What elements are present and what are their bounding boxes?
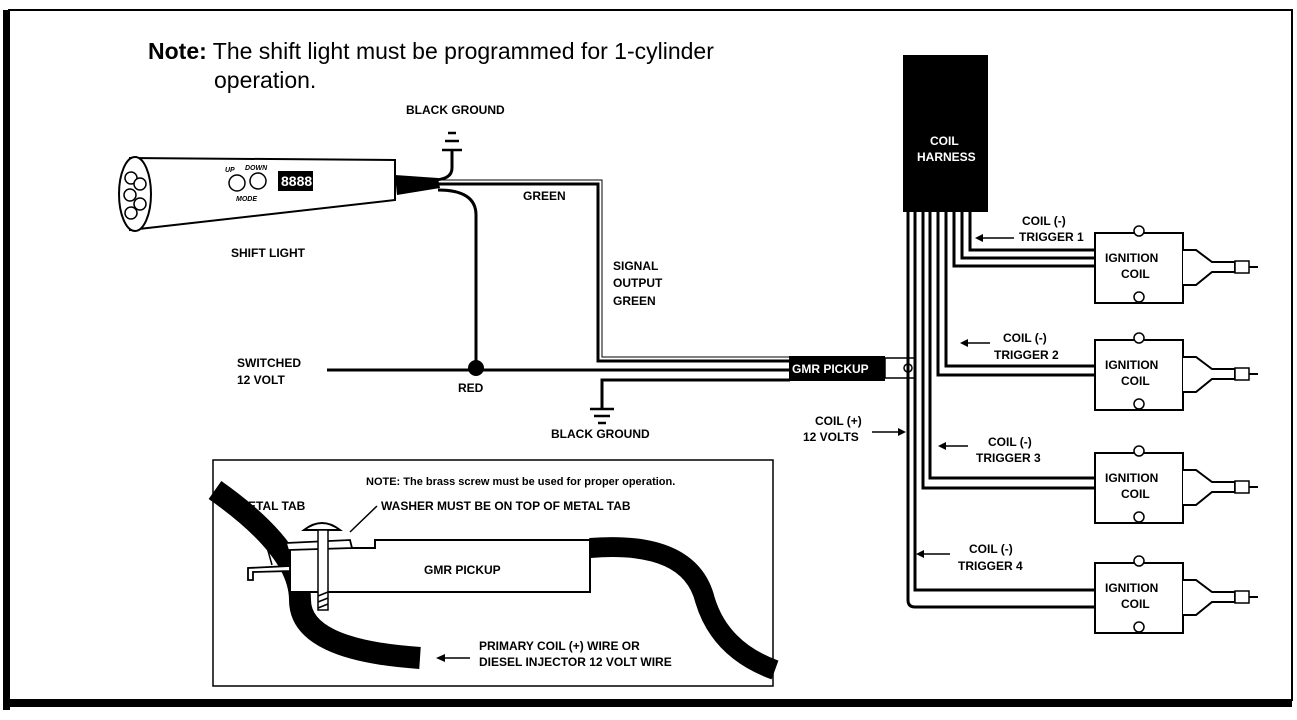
trigger-4-coil: COIL (-) [969,542,1013,556]
red-wire [437,188,478,368]
shift-light-label: SHIFT LIGHT [231,246,306,260]
ignition-coil-3-line1: IGNITION [1105,471,1158,485]
brass-screw-shaft [317,529,329,611]
ground-symbol-top [442,131,462,152]
black-ground-wire-bottom [600,378,790,408]
trigger-3-coil: COIL (-) [988,435,1032,449]
inset-wire-line1: PRIMARY COIL (+) WIRE OR [479,639,640,653]
twelve-volt-label: 12 VOLT [237,373,285,387]
ignition-coil-2-line1: IGNITION [1105,358,1158,372]
ignition-coil-1: IGNITION COIL [1094,225,1258,304]
gmr-pickup-label: GMR PICKUP [792,362,869,376]
inset-gmr-pickup-label: GMR PICKUP [424,563,501,577]
ignition-coil-4-line1: IGNITION [1105,581,1158,595]
up-button-icon [228,174,246,192]
black-ground-wire-top [431,150,454,182]
brass-screw-head [301,522,343,531]
coil-harness-label-1: COIL [930,134,959,148]
border-shadow-bottom [3,699,1292,707]
device-up-label: UP [225,167,235,174]
device-down-label: DOWN [245,165,268,172]
output-label: OUTPUT [613,276,663,290]
ignition-coil-2-line2: COIL [1121,374,1150,388]
gmr-pickup [789,356,885,381]
black-ground-bottom-label: BLACK GROUND [551,427,650,441]
rpm-display [278,171,313,191]
inset-wire-line2: DIESEL INJECTOR 12 VOLT WIRE [479,655,672,669]
green-wire-outline [438,179,790,358]
ignition-coil-4-line2: COIL [1121,597,1150,611]
green-wire [438,182,790,363]
note-text-1: The shift light must be programmed for 1… [212,38,714,64]
ignition-coil-2: IGNITION COIL [1094,332,1258,411]
border-shadow-left [3,10,10,710]
washer-leader [349,505,378,533]
primary-coil-wire [208,481,421,669]
green-top-label: GREEN [523,189,566,203]
primary-coil-wire-end [589,537,779,680]
ignition-coil-1-line2: COIL [1121,267,1150,281]
rpm-display-digits: 8888 [281,173,312,189]
black-ground-top-label: BLACK GROUND [406,103,505,117]
switched-label: SWITCHED [237,356,301,370]
down-button-icon [249,172,267,190]
coil-harness [903,55,988,212]
metal-tab [247,565,291,581]
trigger-2-label: TRIGGER 2 [994,348,1059,362]
trigger-3-label: TRIGGER 3 [976,451,1041,465]
signal-label: SIGNAL [613,259,658,273]
trigger-4-label: TRIGGER 4 [958,559,1023,573]
ignition-coil-1-line1: IGNITION [1105,251,1158,265]
trigger-1-coil: COIL (-) [1022,214,1066,228]
green-mid-label: GREEN [613,294,656,308]
note-line-2: operation. [214,67,316,94]
note-prefix: Note: [148,38,207,64]
coil-harness-label-2: HARNESS [917,150,976,164]
red-label: RED [458,381,484,395]
trigger-1-label: TRIGGER 1 [1019,230,1084,244]
trigger-2-coil: COIL (-) [1003,331,1047,345]
wire-arrow-head [436,654,445,662]
note-text-2: operation. [214,67,317,93]
ignition-coil-3-line2: COIL [1121,487,1150,501]
inset-note: NOTE: The brass screw must be used for p… [366,476,675,488]
shift-light: UP DOWN MODE 8888 SHIFT LIGHT [118,156,440,260]
twelve-volts-label: 12 VOLTS [803,430,859,444]
coil-plus-label: COIL (+) [815,414,862,428]
ground-symbol-bottom [590,407,614,425]
harness-wires [906,212,1095,609]
device-mode-label: MODE [236,196,257,203]
inset-washer: WASHER MUST BE ON TOP OF METAL TAB [381,499,631,513]
inset-gmr-pickup-body [289,539,591,593]
note-line-1: Note: The shift light must be programmed… [148,38,714,65]
trigger-labels: COIL (-) TRIGGER 1 COIL (-) TRIGGER 2 CO… [803,214,1084,573]
ignition-coil-4: IGNITION COIL [1094,555,1258,634]
ignition-coil-3: IGNITION COIL [1094,445,1258,524]
splice-junction [468,360,484,376]
